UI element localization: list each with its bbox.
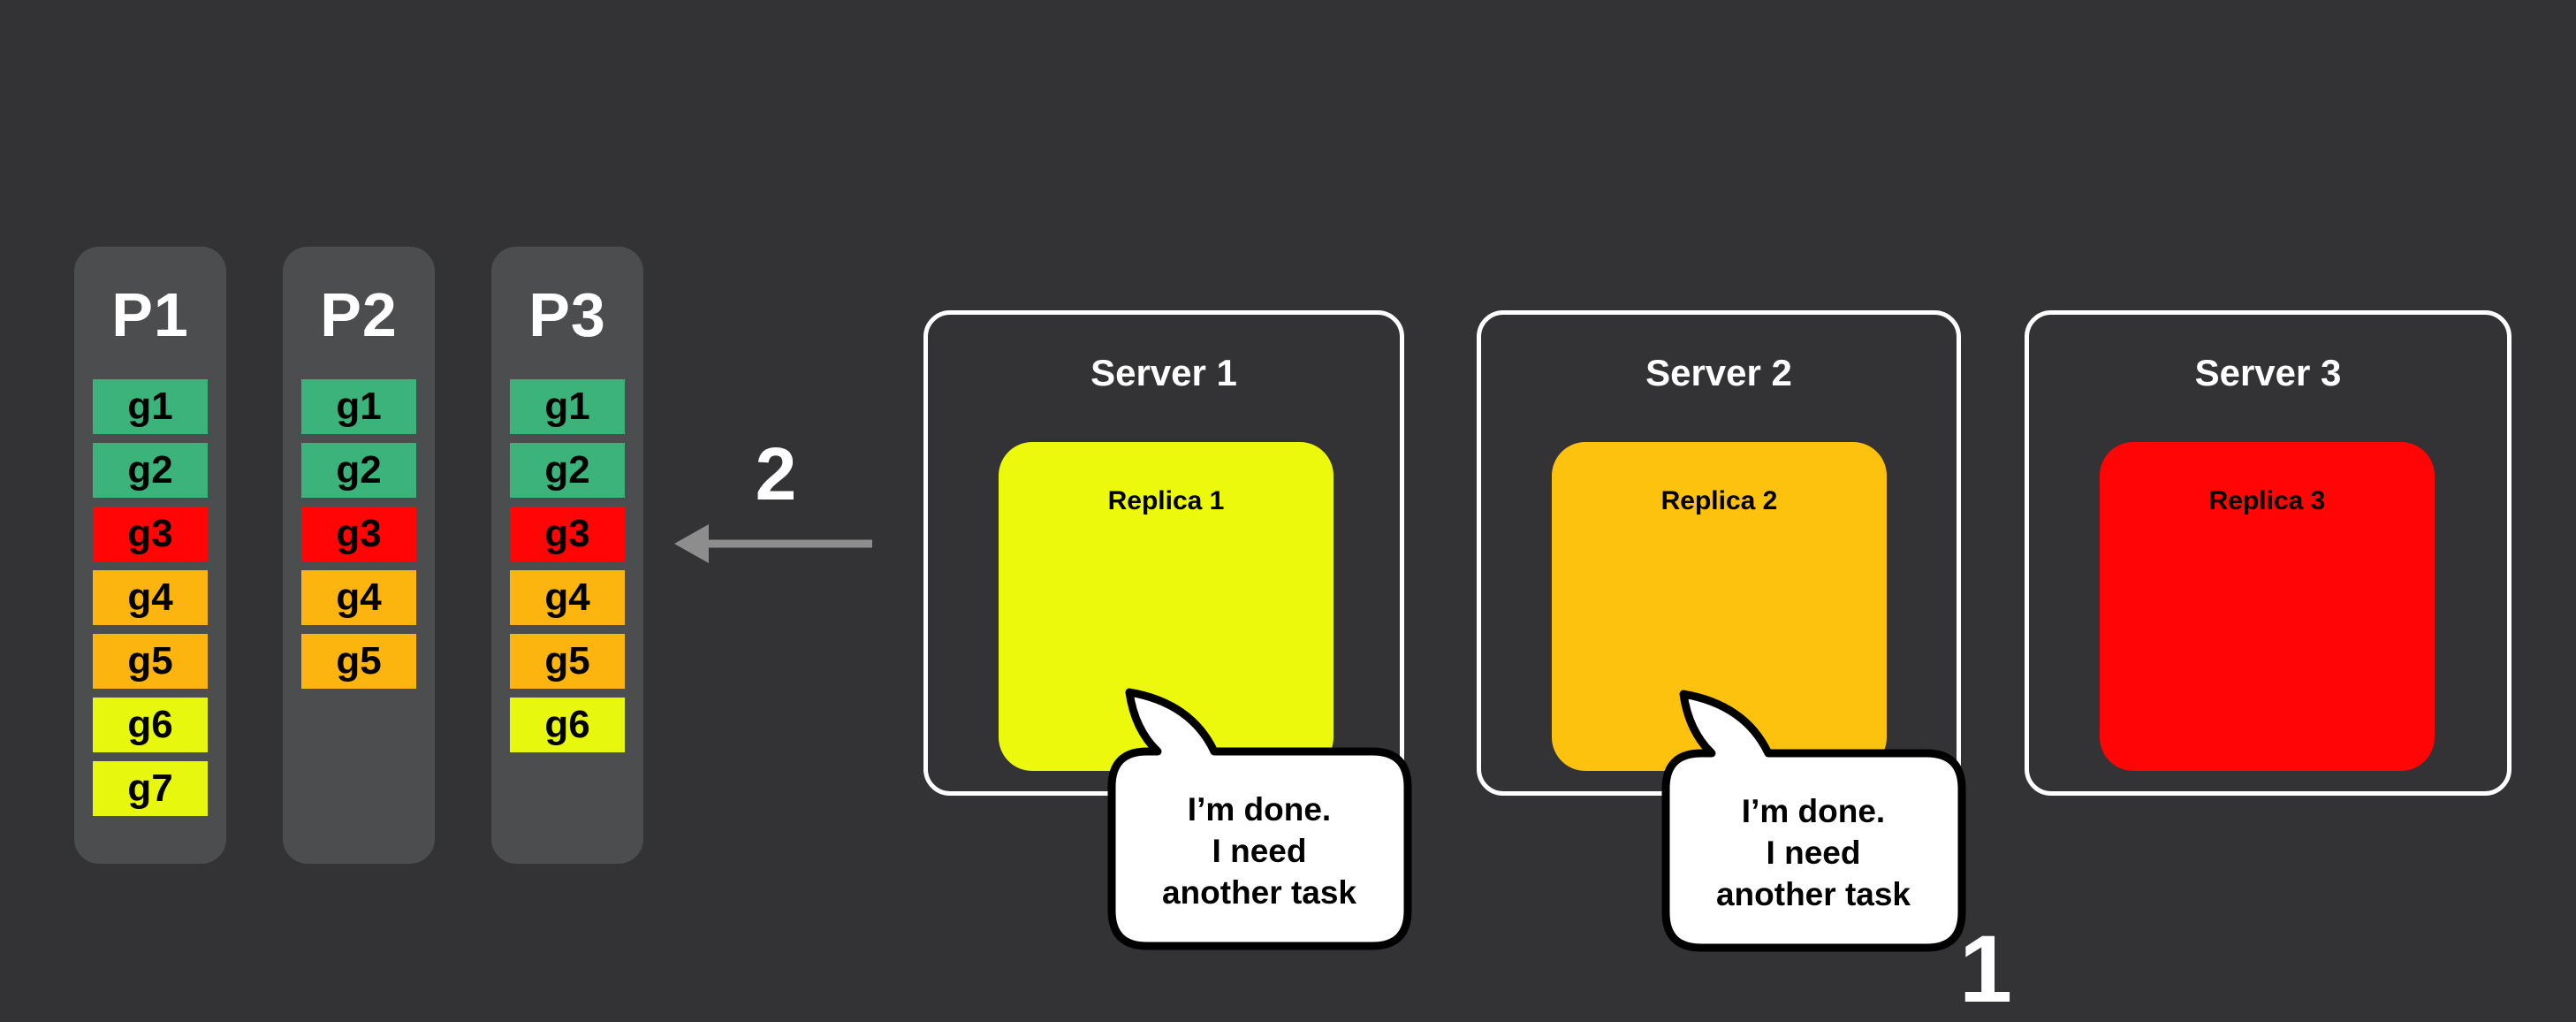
task-box: g6 bbox=[93, 698, 208, 752]
speech-line: I’m done. bbox=[1187, 791, 1332, 828]
task-label: g5 bbox=[336, 639, 382, 683]
task-label: g4 bbox=[336, 576, 382, 619]
server-3-box: Server 3 Replica 3 bbox=[2025, 310, 2511, 796]
task-box: g6 bbox=[510, 698, 625, 752]
partition-title: P3 bbox=[528, 280, 606, 349]
partition-column-p3: P3 g1 g2 g3 g4 g5 g6 bbox=[491, 247, 643, 864]
task-box: g5 bbox=[93, 634, 208, 689]
task-label: g6 bbox=[544, 703, 590, 746]
task-label: g5 bbox=[127, 639, 173, 683]
speech-line: I’m done. bbox=[1741, 793, 1886, 829]
replica-label: Replica 2 bbox=[1660, 486, 1778, 515]
speech-line: another task bbox=[1161, 874, 1356, 911]
task-box: g1 bbox=[93, 379, 208, 434]
task-label: g6 bbox=[127, 703, 173, 746]
step-2-label: 2 bbox=[755, 432, 797, 515]
task-label: g3 bbox=[336, 512, 382, 555]
task-label: g2 bbox=[336, 448, 382, 492]
task-label: g3 bbox=[127, 512, 173, 555]
server-title: Server 2 bbox=[1645, 352, 1792, 393]
task-box: g4 bbox=[301, 570, 416, 625]
task-box: g5 bbox=[510, 634, 625, 689]
speech-line: I need bbox=[1212, 833, 1307, 869]
speech-bubble-shape bbox=[1661, 690, 1966, 952]
speech-bubble-text: I’m done. I need another task bbox=[1105, 789, 1414, 913]
speech-bubble-replica-2: I’m done. I need another task bbox=[1659, 687, 1968, 957]
task-box: g2 bbox=[510, 443, 625, 498]
task-label: g1 bbox=[336, 385, 382, 428]
replica-label: Replica 3 bbox=[2208, 486, 2326, 515]
arrow-left-icon bbox=[663, 517, 893, 570]
task-label: g3 bbox=[544, 512, 590, 555]
task-box: g4 bbox=[510, 570, 625, 625]
task-label: g2 bbox=[127, 448, 173, 492]
server-title: Server 3 bbox=[2194, 352, 2342, 393]
partition-title: P2 bbox=[320, 280, 398, 349]
partition-column-p1: P1 g1 g2 g3 g4 g5 g6 g7 bbox=[74, 247, 226, 864]
partition-column-p2: P2 g1 g2 g3 g4 g5 bbox=[283, 247, 435, 864]
speech-bubble-shape bbox=[1107, 688, 1412, 950]
task-label: g4 bbox=[544, 576, 590, 619]
task-label: g1 bbox=[127, 385, 173, 428]
task-label: g7 bbox=[127, 766, 173, 810]
speech-bubble-text: I’m done. I need another task bbox=[1659, 790, 1968, 915]
server-1-box: Server 1 Replica 1 bbox=[923, 310, 1404, 796]
task-box: g5 bbox=[301, 634, 416, 689]
speech-line: I need bbox=[1766, 835, 1861, 871]
task-box: g3 bbox=[510, 507, 625, 561]
speech-bubble-replica-1: I’m done. I need another task bbox=[1105, 685, 1414, 955]
task-box: g2 bbox=[301, 443, 416, 498]
partition-title: P1 bbox=[111, 280, 189, 349]
diagram-canvas: P1 g1 g2 g3 g4 g5 g6 g7 P2 g1 g2 g3 g4 g… bbox=[74, 247, 2511, 1018]
task-label: g4 bbox=[127, 576, 173, 619]
task-box: g1 bbox=[301, 379, 416, 434]
replica-3-box: Replica 3 bbox=[2100, 442, 2435, 771]
task-label: g1 bbox=[544, 385, 590, 428]
speech-line: another task bbox=[1715, 876, 1911, 912]
server-title: Server 1 bbox=[1090, 352, 1237, 393]
task-label: g5 bbox=[544, 639, 590, 683]
step-1-label: 1 bbox=[1958, 915, 2013, 1022]
task-box: g3 bbox=[301, 507, 416, 561]
task-label: g2 bbox=[544, 448, 590, 492]
task-box: g7 bbox=[93, 761, 208, 816]
task-box: g1 bbox=[510, 379, 625, 434]
replica-label: Replica 1 bbox=[1107, 486, 1225, 515]
task-box: g3 bbox=[93, 507, 208, 561]
task-box: g4 bbox=[93, 570, 208, 625]
task-box: g2 bbox=[93, 443, 208, 498]
